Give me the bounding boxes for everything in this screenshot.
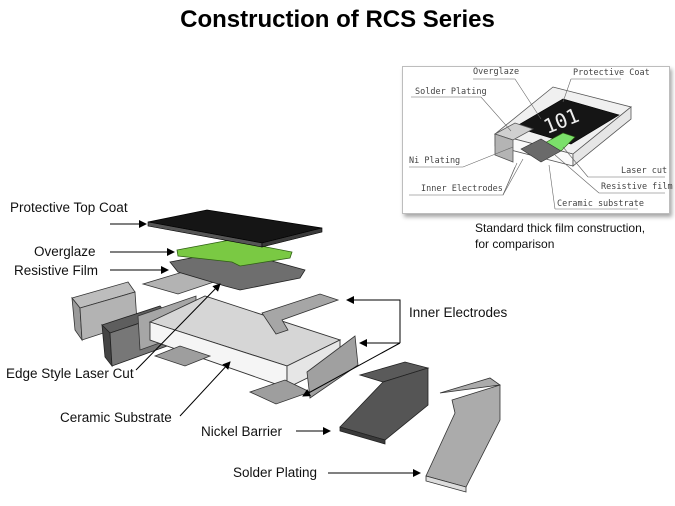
inset-label-overglaze: Overglaze [473, 67, 520, 77]
inner-electrodes-bracket [350, 299, 401, 343]
bottom-inner-electrode-left [153, 345, 212, 367]
inset-caption-line1: Standard thick film construction, [475, 221, 646, 235]
ceramic-substrate [148, 295, 342, 389]
inset-label-protective-coat: Protective Coat [573, 68, 650, 78]
arrow-ceramic-substrate [179, 361, 231, 417]
inset-leader-lines [409, 78, 665, 210]
inset-caption: Standard thick film construction, for co… [475, 220, 645, 252]
label-inner-electrodes: Inner Electrodes [409, 305, 508, 320]
label-overglaze: Overglaze [34, 244, 96, 259]
inset-label-solder-plating: Solder Plating [415, 87, 487, 97]
bottom-inner-electrode-right [248, 379, 312, 405]
inset-label-laser-cut: Laser cut [621, 166, 668, 176]
inset-label-ni-plating: Ni Plating [409, 156, 461, 166]
protective-top-coat-layer [147, 209, 323, 248]
arrow-laser-cut [135, 283, 221, 371]
inset-label-inner-electrodes: Inner Electrodes [421, 184, 503, 194]
arrow-inner-electrode-3 [302, 342, 401, 397]
right-inner-electrode-top [261, 293, 340, 335]
label-edge-style-laser-cut: Edge Style Laser Cut [6, 366, 134, 381]
label-ceramic-substrate: Ceramic Substrate [60, 410, 172, 425]
right-solder-plating [425, 377, 501, 493]
thick-film-diagram: 101 [409, 78, 665, 210]
label-resistive-film: Resistive Film [14, 263, 99, 278]
label-protective-top-coat: Protective Top Coat [10, 200, 128, 215]
inset-label-ceramic-substrate: Ceramic substrate [557, 199, 644, 209]
comparison-inset: 101 Overglaze Protective Coat Solder Pla… [402, 66, 673, 214]
page-title: Construction of RCS Series [180, 6, 495, 33]
right-nickel-barrier [339, 361, 430, 445]
inset-caption-line2: for comparison [475, 237, 555, 251]
left-solder-cap [71, 281, 138, 342]
inset-label-resistive-film: Resistive film [601, 182, 673, 192]
label-solder-plating: Solder Plating [233, 465, 318, 480]
label-nickel-barrier: Nickel Barrier [201, 424, 283, 439]
